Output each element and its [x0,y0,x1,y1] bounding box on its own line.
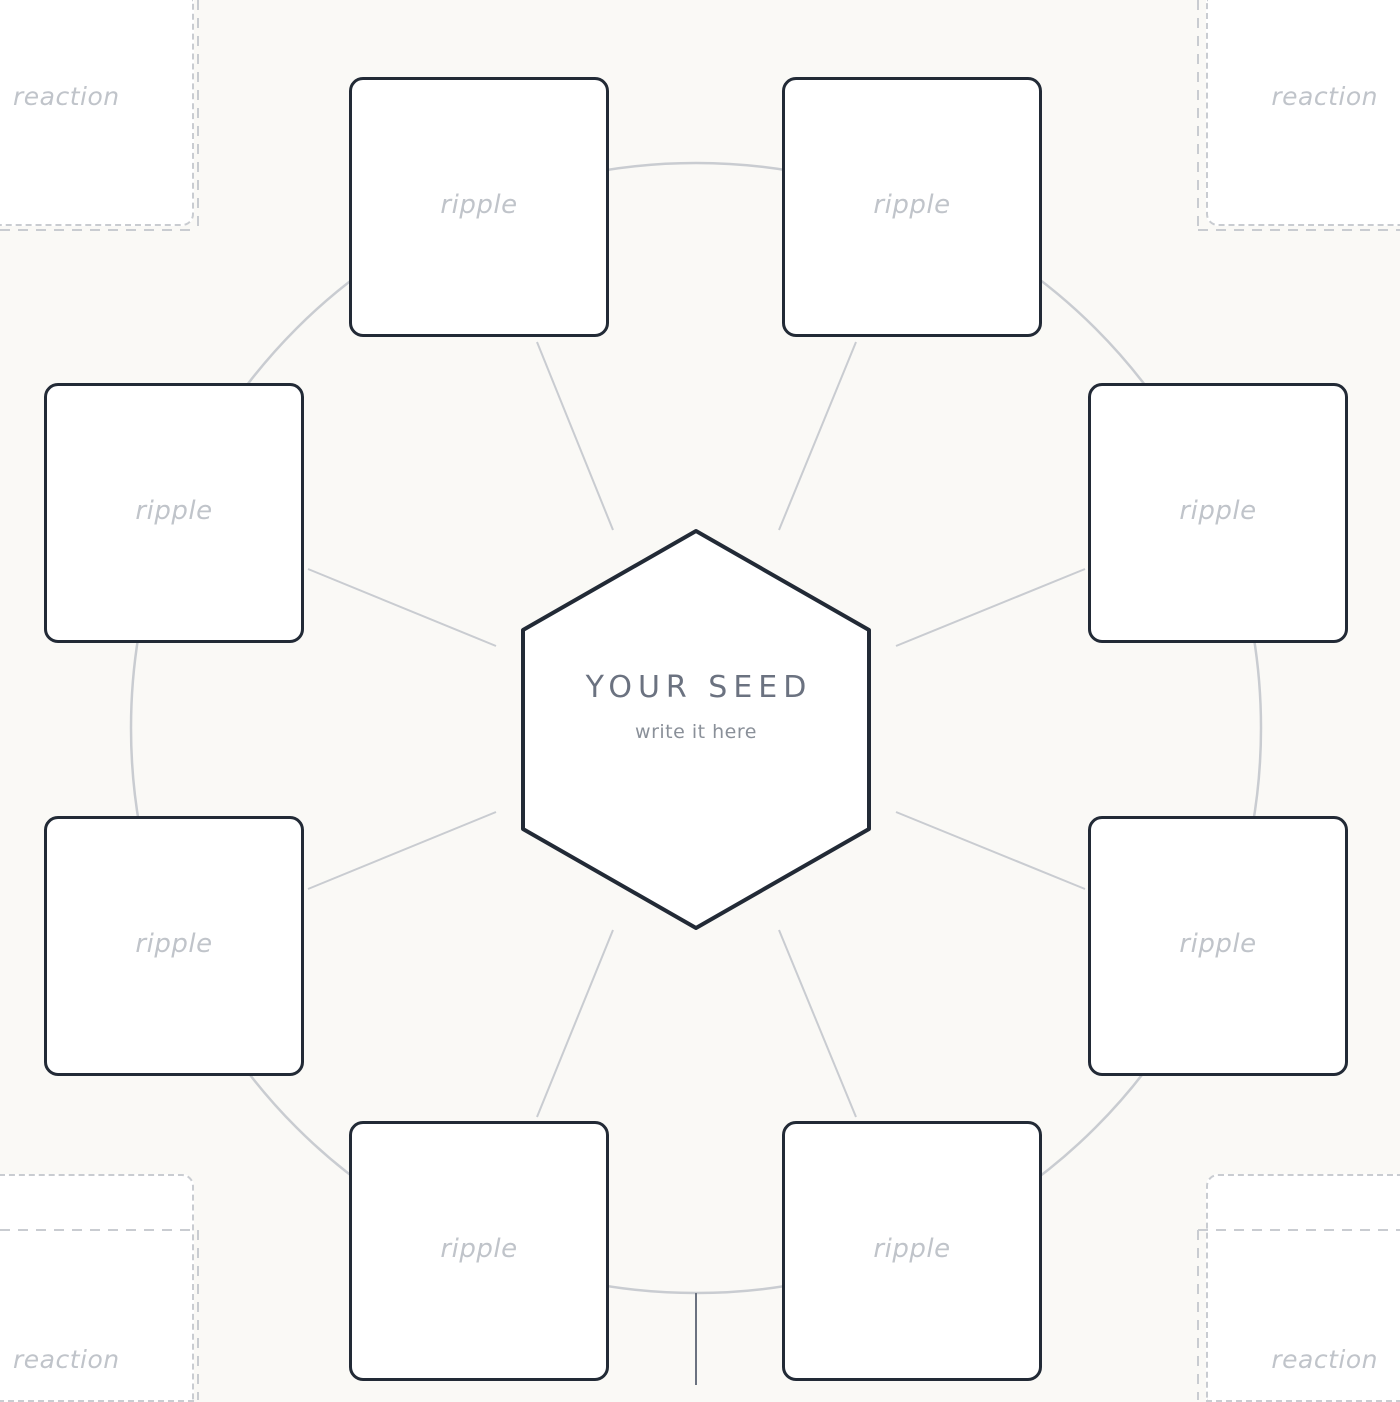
seed-hexagon[interactable] [521,529,871,930]
seed-text-block: YOUR SEED write it here [522,670,870,743]
reaction-box-top-left[interactable]: reaction [0,0,194,226]
ripple-box-top-right[interactable]: ripple [782,77,1042,337]
reaction-label: reaction [13,1345,120,1374]
ripple-label: ripple [1179,929,1257,959]
reaction-box-top-right[interactable]: reaction [1206,0,1400,226]
ripple-box-top-left[interactable]: ripple [349,77,609,337]
ripple-label: ripple [135,496,213,526]
ripple-box-bottom-left[interactable]: ripple [349,1121,609,1381]
ripple-label: ripple [440,1234,518,1264]
ripple-label: ripple [440,190,518,220]
spoke-line [895,811,1086,890]
reaction-label: reaction [1271,82,1378,111]
spoke-line [778,929,857,1118]
ripple-label: ripple [135,929,213,959]
ripple-box-upper-left[interactable]: ripple [44,383,304,643]
ripple-label: ripple [873,190,951,220]
seed-subtitle[interactable]: write it here [635,721,757,743]
ripple-box-lower-right[interactable]: ripple [1088,816,1348,1076]
spoke-line [895,568,1086,647]
reaction-label: reaction [13,82,120,111]
spoke-line [778,341,857,531]
spoke-line [307,568,497,647]
spoke-line [536,929,614,1118]
reaction-box-bottom-right[interactable]: reaction [1206,1174,1400,1402]
reaction-box-bottom-left[interactable]: reaction [0,1174,194,1402]
seed-title: YOUR SEED [585,670,813,705]
ripple-box-upper-right[interactable]: ripple [1088,383,1348,643]
spoke-line [307,811,497,890]
spoke-line [536,341,614,531]
ripple-box-lower-left[interactable]: ripple [44,816,304,1076]
ripple-label: ripple [1179,496,1257,526]
ripple-label: ripple [873,1234,951,1264]
reaction-label: reaction [1271,1345,1378,1374]
ripple-box-bottom-right[interactable]: ripple [782,1121,1042,1381]
